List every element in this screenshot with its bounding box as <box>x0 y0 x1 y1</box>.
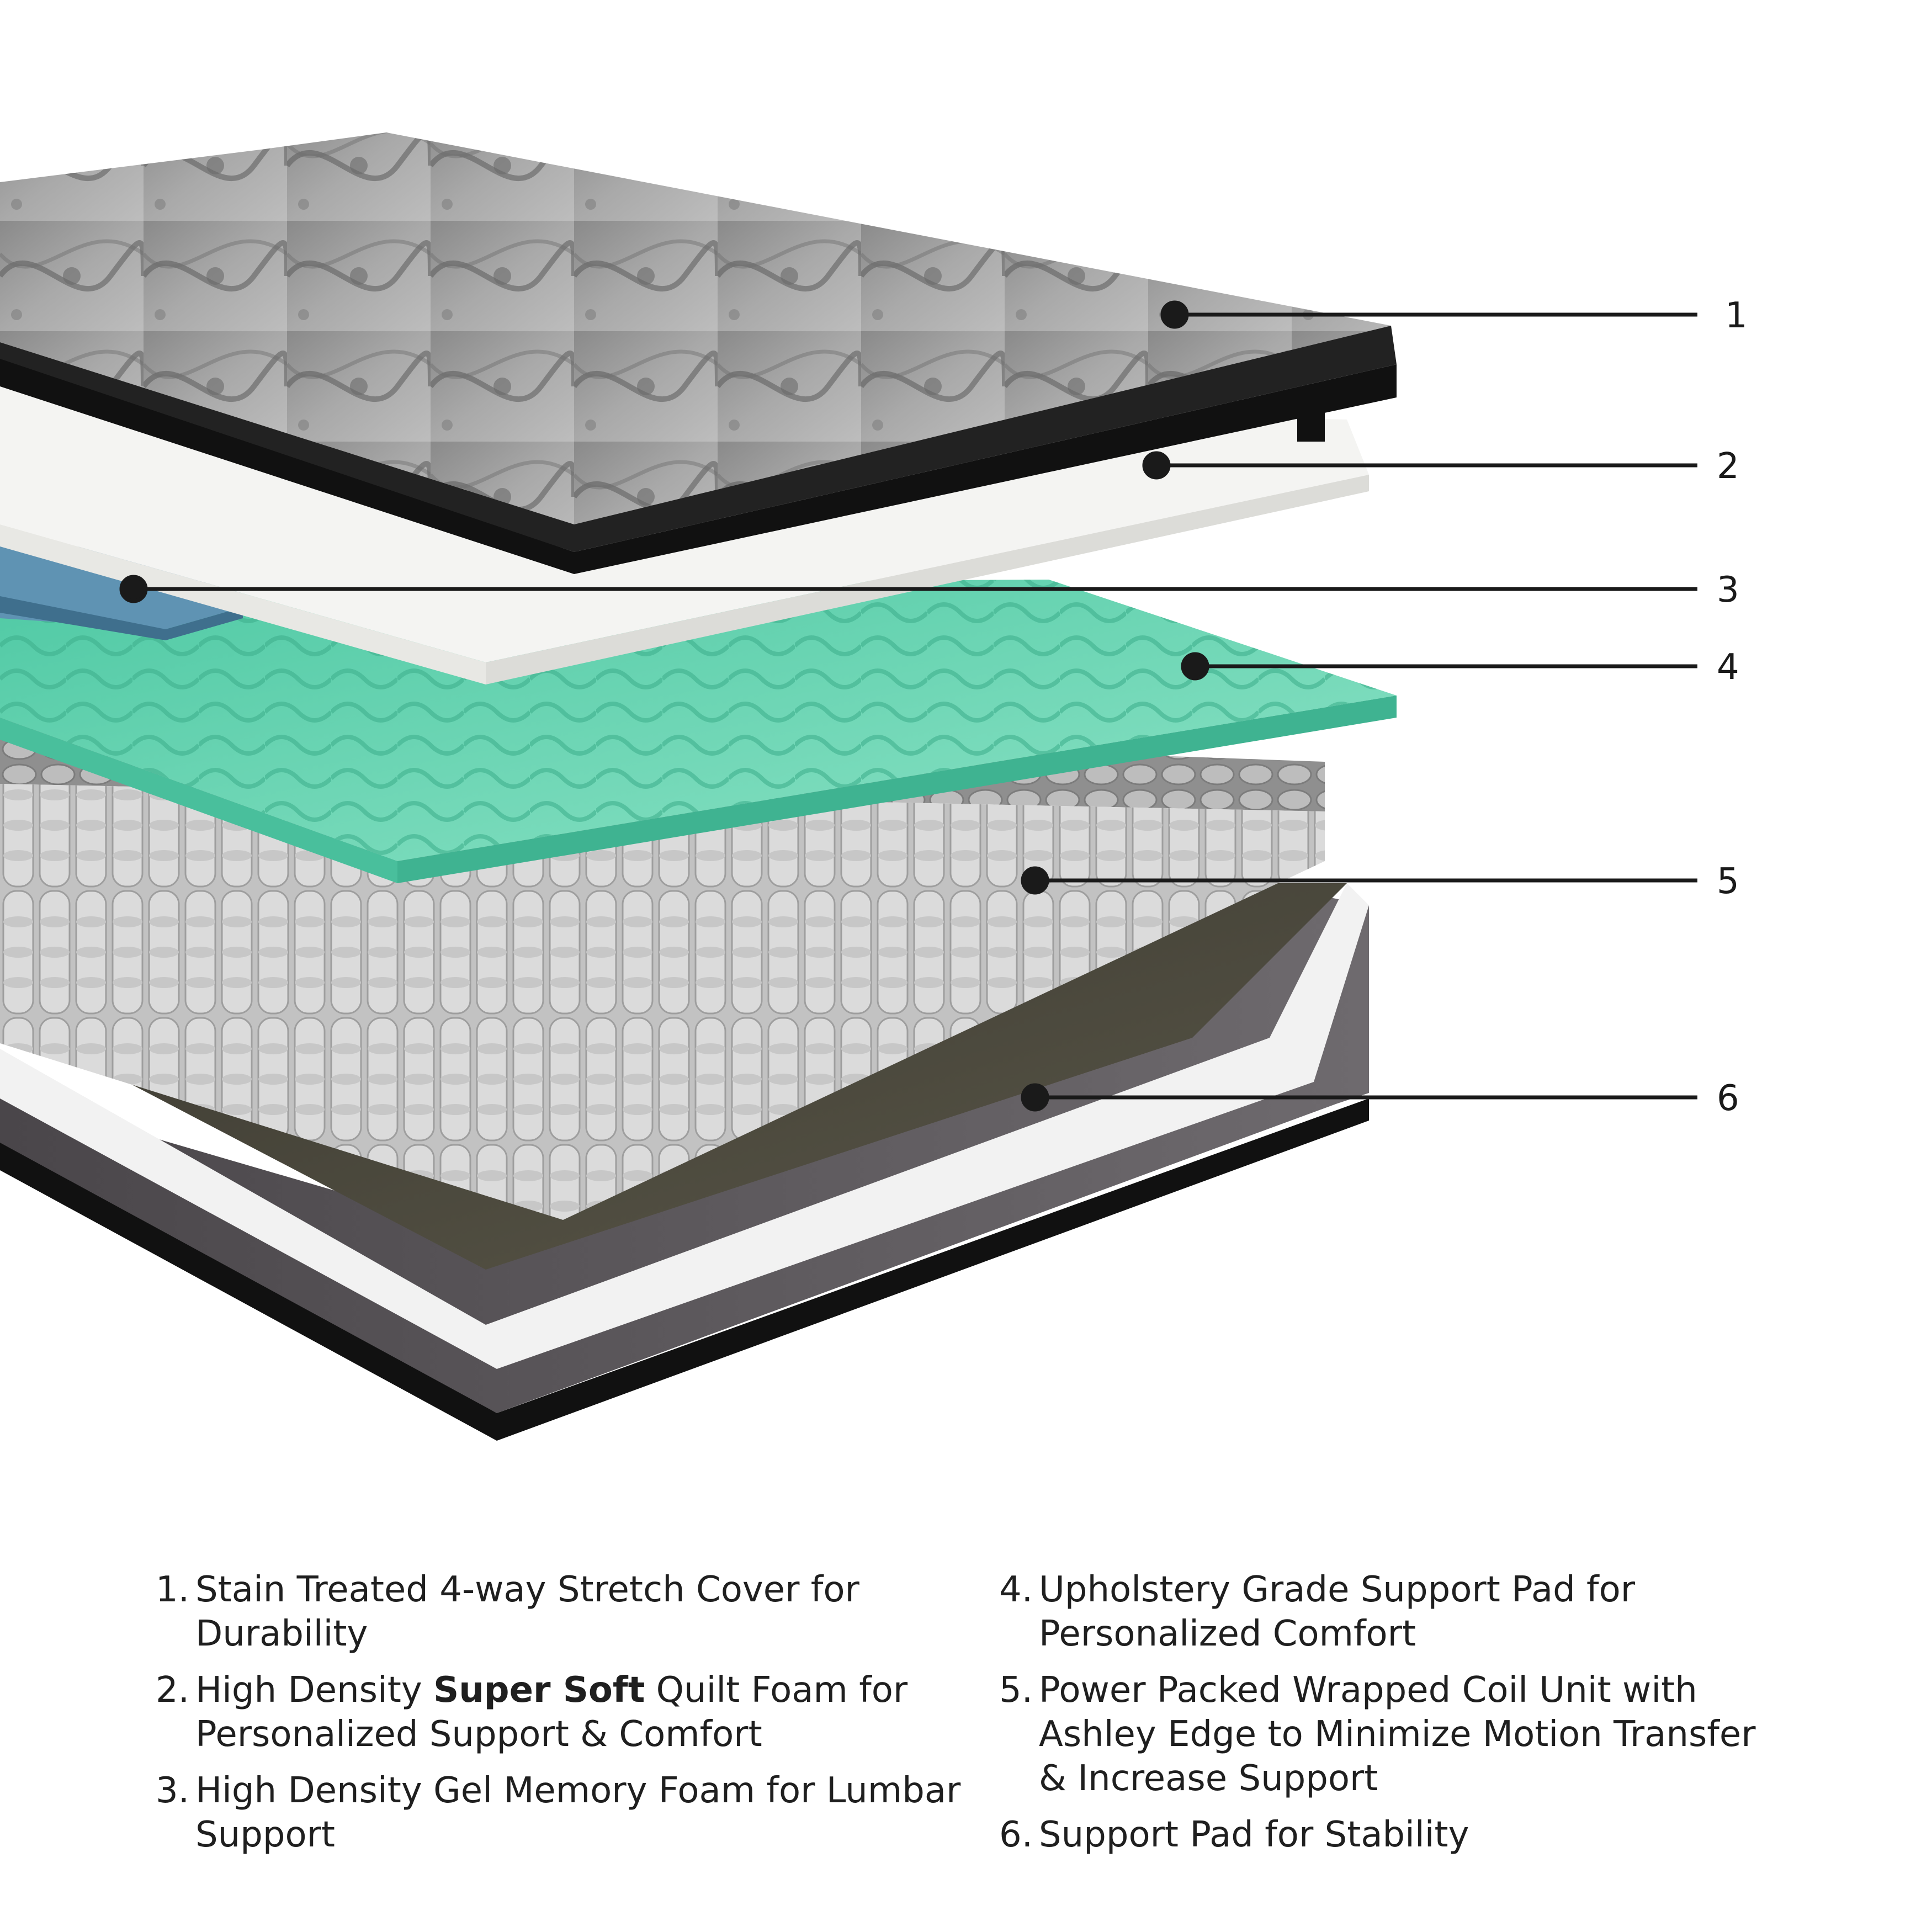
legend-item-6: 6. Support Pad for Stability <box>999 1813 1783 1857</box>
leader-dot-5 <box>1021 866 1049 895</box>
leader-lines <box>119 300 1697 1112</box>
legend-column-right: 4. Upholstery Grade Support Pad for Pers… <box>999 1568 1783 1869</box>
leader-dot-2 <box>1142 451 1171 480</box>
cover-border-top <box>0 326 1397 552</box>
base-black-piping <box>0 1098 1369 1441</box>
legend-item-3: 3. High Density Gel Memory Foam for Lumb… <box>156 1769 962 1857</box>
legend-text-post: Quilt Foam for Personalized Support & Co… <box>195 1670 908 1755</box>
legend-item-5: 5. Power Packed Wrapped Coil Unit with A… <box>999 1668 1783 1801</box>
legend-text: Upholstery Grade Support Pad for Persona… <box>1039 1569 1636 1654</box>
legend-number: 3. <box>156 1770 190 1811</box>
coil-unit-side <box>0 784 1325 1220</box>
legend-column-left: 1. Stain Treated 4-way Stretch Cover for… <box>156 1568 962 1869</box>
callout-number-2: 2 <box>1717 446 1739 487</box>
support-pad-edge <box>397 696 1397 883</box>
quilt-foam-front <box>0 524 486 684</box>
coil-unit-shade <box>0 784 1325 1220</box>
cover-black-border <box>0 353 1397 574</box>
callout-number-3: 3 <box>1717 570 1739 611</box>
mattress-layers-illustration <box>0 132 1697 1441</box>
support-pad-waves <box>0 580 1397 861</box>
leader-dot-6 <box>1021 1083 1049 1112</box>
support-pad-front <box>0 718 397 883</box>
callout-number-6: 6 <box>1717 1078 1739 1119</box>
legend-item-4: 4. Upholstery Grade Support Pad for Pers… <box>999 1568 1783 1656</box>
legend-item-2: 2. High Density Super Soft Quilt Foam fo… <box>156 1668 962 1756</box>
callout-number-1: 1 <box>1725 295 1748 336</box>
legend-number: 6. <box>999 1814 1033 1855</box>
legend-text: Support Pad for Stability <box>1039 1814 1469 1855</box>
legend-text: Power Packed Wrapped Coil Unit with Ashl… <box>1039 1670 1756 1799</box>
legend-text-pre: High Density <box>195 1670 434 1711</box>
leader-dot-1 <box>1160 300 1189 329</box>
gel-foam-shade <box>0 596 243 640</box>
base-white-rim <box>0 883 1369 1369</box>
callout-number-4: 4 <box>1717 647 1739 688</box>
legend-text: Stain Treated 4-way Stretch Cover for Du… <box>195 1569 859 1654</box>
cover-top <box>0 132 1391 524</box>
legend-number: 2. <box>156 1670 190 1711</box>
legend-number: 5. <box>999 1670 1033 1711</box>
legend-number: 1. <box>156 1569 190 1610</box>
leader-dot-3 <box>119 575 148 603</box>
quilt-foam-edge <box>486 475 1369 684</box>
legend-number: 4. <box>999 1569 1033 1610</box>
callout-number-5: 5 <box>1717 861 1739 902</box>
legend-text-bold: Super Soft <box>433 1670 645 1711</box>
legend-item-1: 1. Stain Treated 4-way Stretch Cover for… <box>156 1568 962 1656</box>
legend-text: High Density Gel Memory Foam for Lumbar … <box>195 1770 961 1855</box>
cover-label-tag <box>1297 403 1325 442</box>
leader-dot-4 <box>1181 652 1209 681</box>
